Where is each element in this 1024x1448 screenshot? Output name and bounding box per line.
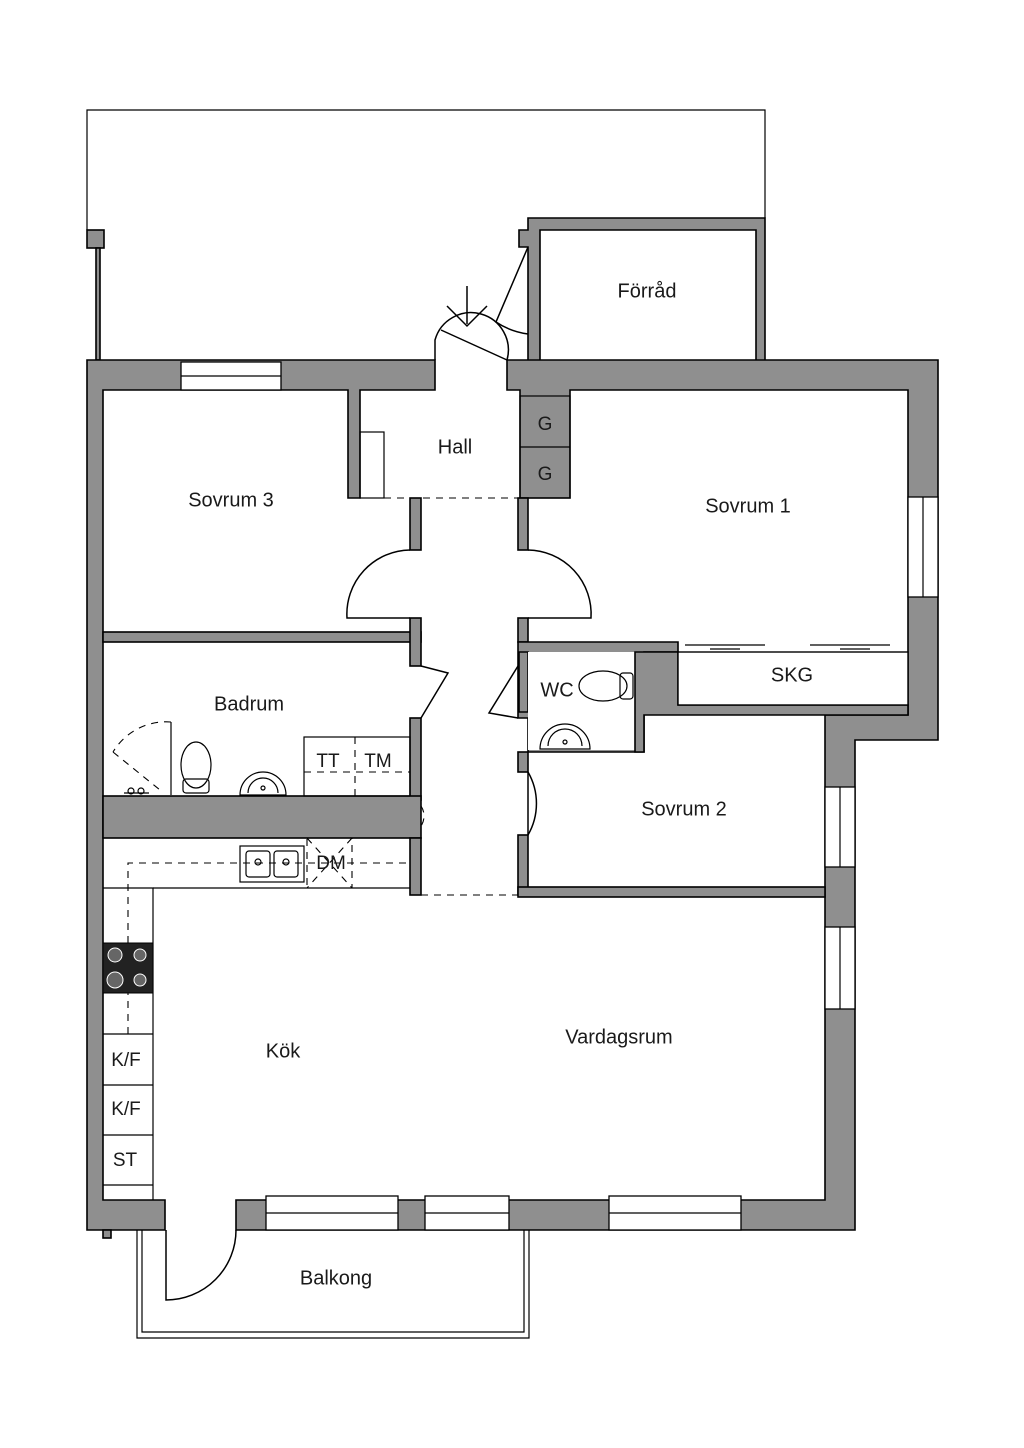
wc-sink-icon (539, 723, 591, 750)
fixture-label-kf2: K/F (111, 1099, 141, 1120)
balcony-outline (136, 1230, 530, 1339)
bathroom-fixtures (124, 736, 411, 797)
room-label-skg: SKG (771, 664, 813, 686)
room-label-sovrum3: Sovrum 3 (188, 489, 274, 511)
hall-details (359, 395, 571, 896)
fixture-label-st: ST (113, 1150, 138, 1171)
fixture-label-g2: G (538, 464, 553, 485)
room-label-wc: WC (540, 679, 573, 701)
room-label-hall: Hall (438, 436, 472, 458)
room-label-balkong: Balkong (300, 1267, 372, 1289)
room-label-badrum: Badrum (214, 693, 284, 715)
doors (112, 246, 890, 1301)
fixture-label-g1: G (538, 414, 553, 435)
entrance-arrow-icon (446, 286, 488, 328)
wc-toilet-icon (578, 670, 634, 702)
wc-fixtures (539, 670, 634, 750)
windows (180, 361, 939, 1231)
fixture-label-tt: TT (316, 751, 340, 772)
room-label-forrad: Förråd (618, 280, 677, 302)
toilet-icon (180, 741, 212, 794)
entrance-outline (86, 109, 766, 230)
stove-icon (102, 942, 154, 994)
room-label-sovrum1: Sovrum 1 (705, 495, 791, 517)
fixture-label-tm: TM (364, 751, 391, 772)
fixture-label-kf1: K/F (111, 1050, 141, 1071)
shower-icon (124, 787, 149, 795)
sink-icon (239, 771, 287, 796)
fixture-label-dm: DM (316, 853, 346, 874)
double-sink-icon (239, 845, 305, 883)
room-label-sovrum2: Sovrum 2 (641, 798, 727, 820)
room-label-vardagsrum: Vardagsrum (565, 1026, 672, 1048)
room-label-kok: Kök (266, 1040, 301, 1062)
kitchen-fixtures (102, 837, 410, 1200)
